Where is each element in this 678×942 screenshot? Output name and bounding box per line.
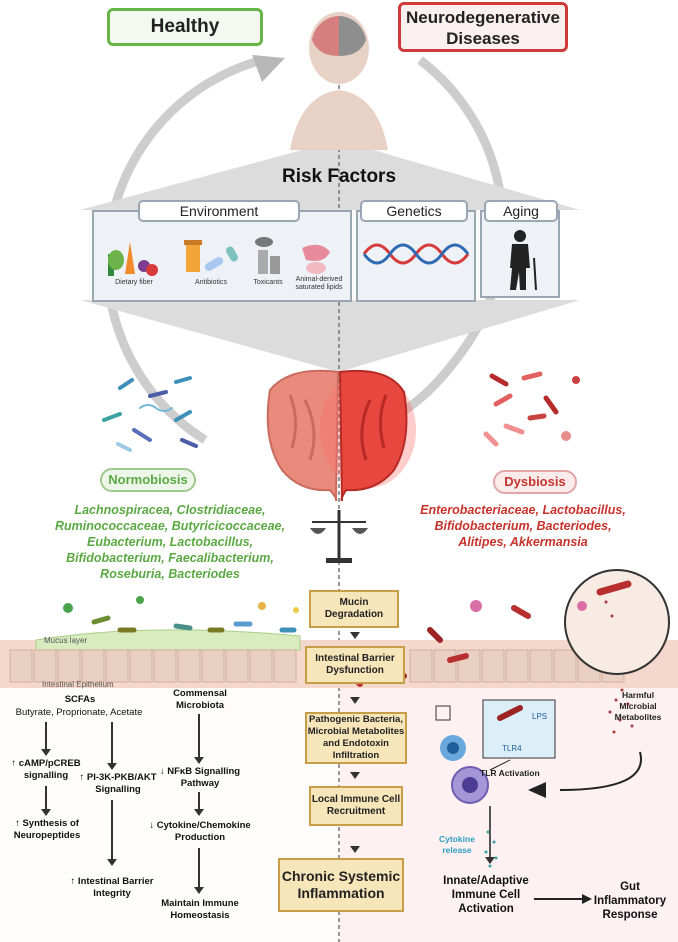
gut-inflamed [338,369,408,502]
innate-adaptive-activation: Innate/Adaptive Immune Cell Activation [443,875,529,915]
normobiosis-taxa-line: Bifidobacterium, Faecalibacterium, [66,551,274,565]
commensal-microbiota: Commensal Microbiota [173,688,227,711]
cytokine-release-label: Cytokine release [439,834,475,855]
flow-barrier-dysfunction: Intestinal Barrier Dysfunction [305,646,405,684]
normobiosis-label: Normobiosis [100,468,196,492]
tlr4-label: TLR4 [502,744,522,753]
risk-factors-title: Risk Factors [281,166,397,187]
pi3k-signalling: ↑ PI-3K-PKB/AKT Signalling [79,772,157,795]
dietary-fiber-label: Dietary fiber [115,279,153,286]
gut-inflammatory-response: Gut Inflammatory Response [593,881,667,921]
flow-arrow [350,697,360,704]
flow-arrow [350,772,360,779]
disease-label-line1: Neurodegenerative [406,8,560,27]
genetics-panel [356,210,476,302]
scfa-arrow-right [107,722,117,770]
normobiosis-taxa-line: Ruminococcaceae, Butyricicoccaceae, [55,519,285,533]
scfa-arrow-left [41,722,51,756]
dysbiosis-taxa-line: Alitipes, Akkermansia [458,535,588,549]
toxicants-label: Toxicants [253,279,283,286]
disease-label-line2: Diseases [446,29,520,48]
factory-icon [255,237,280,274]
commensal-arrow [194,714,204,764]
flow-arrow [350,632,360,639]
intestinal-epithelium-label: Intestinal Epithelium [42,680,114,689]
environment-icons [108,237,330,276]
immune-to-activation-arrow [485,806,495,864]
elderly-person-icon [510,230,537,291]
tlr-activation-label: TLR Activation [480,768,540,778]
healthy-label: Healthy [107,8,263,46]
aging-tab: Aging [484,200,558,222]
normobiosis-taxa-line: Eubacterium, Lactobacillus, [86,535,253,549]
neuropeptides: ↑ Synthesis of Neuropeptides [13,818,81,841]
cytokine-arrow [194,848,204,894]
flow-arrow [350,846,360,853]
cytokine-production: ↓ Cytokine/Chemokine Production [149,820,251,843]
mucus-layer-label: Mucus layer [44,636,88,645]
camp-signalling: ↑ cAMP/pCREB signalling [11,758,81,781]
vegetables-icon [108,242,158,276]
antibiotics-label: Antibiotics [195,279,227,286]
scfa-list: Butyrate, Proprionate, Acetate [15,707,143,718]
flow-local-immune-recruitment: Local Immune Cell Recruitment [309,786,403,826]
environment-panel: Dietary fiber Antibiotics Toxicants Anim… [92,210,352,302]
harmful-metabolites-label: Harmful Microbial Metabolites [614,690,662,722]
dysbiosis-taxa-line: Bifidobacterium, Bacteriodes, [434,519,612,533]
scfa-title: SCFAs [64,694,96,705]
lps-label: LPS [532,712,548,721]
dna-icon [362,243,470,265]
pills-icon [184,240,238,272]
inflammation-arrow [534,894,592,904]
immune-homeostasis: Maintain Immune Homeostasis [161,898,239,921]
camp-arrow [41,786,51,816]
healthy-arrow-head [252,55,285,82]
genetics-tab: Genetics [360,200,468,222]
neurodegenerative-diseases-label: Neurodegenerative Diseases [398,2,568,52]
flow-mucin-degradation: Mucin Degradation [309,590,399,628]
gut-healthy [266,369,340,502]
animal-lipids-label: Animal-derived saturated lipids [295,276,343,291]
pi3k-arrow [107,800,117,866]
barrier-integrity: ↑ Intestinal Barrier Integrity [70,876,154,899]
flow-chronic-inflammation: Chronic Systemic Inflammation [278,858,404,912]
nfkb-arrow [194,792,204,816]
zoom-circle [564,569,670,675]
normobiosis-taxa-line: Roseburia, Bacteriodes [100,567,240,581]
environment-tab: Environment [138,200,300,222]
normobiosis-taxa-line: Lachnospiracea, Clostridiaceae, [74,503,266,517]
aging-panel [480,210,560,298]
meat-icon [302,244,330,274]
dysbiosis-label: Dysbiosis [493,470,577,494]
dysbiosis-taxa-line: Enterobacteriaceae, Lactobacillus, [420,503,626,517]
flow-pathogen-infiltration: Pathogenic Bacteria, Microbial Metabolit… [305,712,407,764]
nfkb-signalling: ↓ NFκB Signalling Pathway [159,766,241,789]
